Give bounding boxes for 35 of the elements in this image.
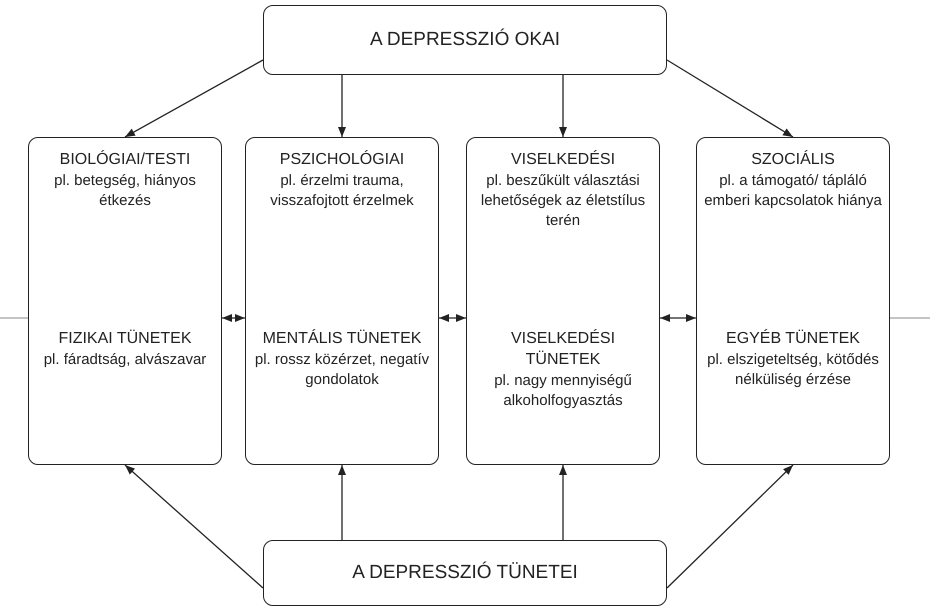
cause-box xyxy=(263,5,667,75)
example-text: pl. a támogató/ tápláló emberi kapcsolatok hiánya xyxy=(703,170,883,212)
box-title: A DEPRESSZIÓ OKAI xyxy=(370,28,560,52)
category-title: PSZICHOLÓGIAI xyxy=(280,150,404,170)
symptom-title: EGYÉB TÜNETEK xyxy=(726,329,860,349)
category-box xyxy=(696,137,890,465)
category-box xyxy=(466,137,660,465)
arrow xyxy=(338,75,346,137)
box-title: A DEPRESSZIÓ TÜNETEI xyxy=(352,560,578,585)
category-box xyxy=(245,137,439,465)
arrow xyxy=(559,465,567,540)
arrow xyxy=(222,314,245,322)
symptom-title: MENTÁLIS TÜNETEK xyxy=(262,329,422,349)
example-text: pl. beszűkült választási lehetőségek az életstílus terén xyxy=(480,170,646,232)
arrow xyxy=(559,75,567,137)
category-title: BIOLÓGIAI/TESTI xyxy=(60,150,190,170)
example-text: pl. érzelmi trauma, visszafojtott érzelmek xyxy=(269,170,415,212)
category-title: SZOCIÁLIS xyxy=(751,150,835,170)
arrow xyxy=(439,314,466,322)
arrow xyxy=(338,465,346,540)
category-title: VISELKEDÉSI xyxy=(510,150,616,170)
arrow xyxy=(124,464,264,588)
symptom-title: VISELKEDÉSI TÜNETEK xyxy=(510,329,616,370)
example-text: pl. nagy mennyiségű alkoholfogyasztás xyxy=(493,370,633,411)
arrow xyxy=(666,59,794,138)
cause-box xyxy=(263,540,667,606)
example-text: pl. rossz közérzet, negatív gondolatok xyxy=(254,350,430,390)
symptom-title: FIZIKAI TÜNETEK xyxy=(58,329,192,349)
example-text: pl. elszigeteltség, kötődés nélküliség érzése xyxy=(706,350,880,390)
arrow xyxy=(660,314,696,322)
example-text: pl. betegség, hiányos étkezés xyxy=(53,170,197,212)
arrow xyxy=(666,464,794,588)
category-box xyxy=(28,137,222,465)
arrow xyxy=(124,59,264,138)
example-text: pl. fáradtság, alvászavar xyxy=(44,350,206,370)
